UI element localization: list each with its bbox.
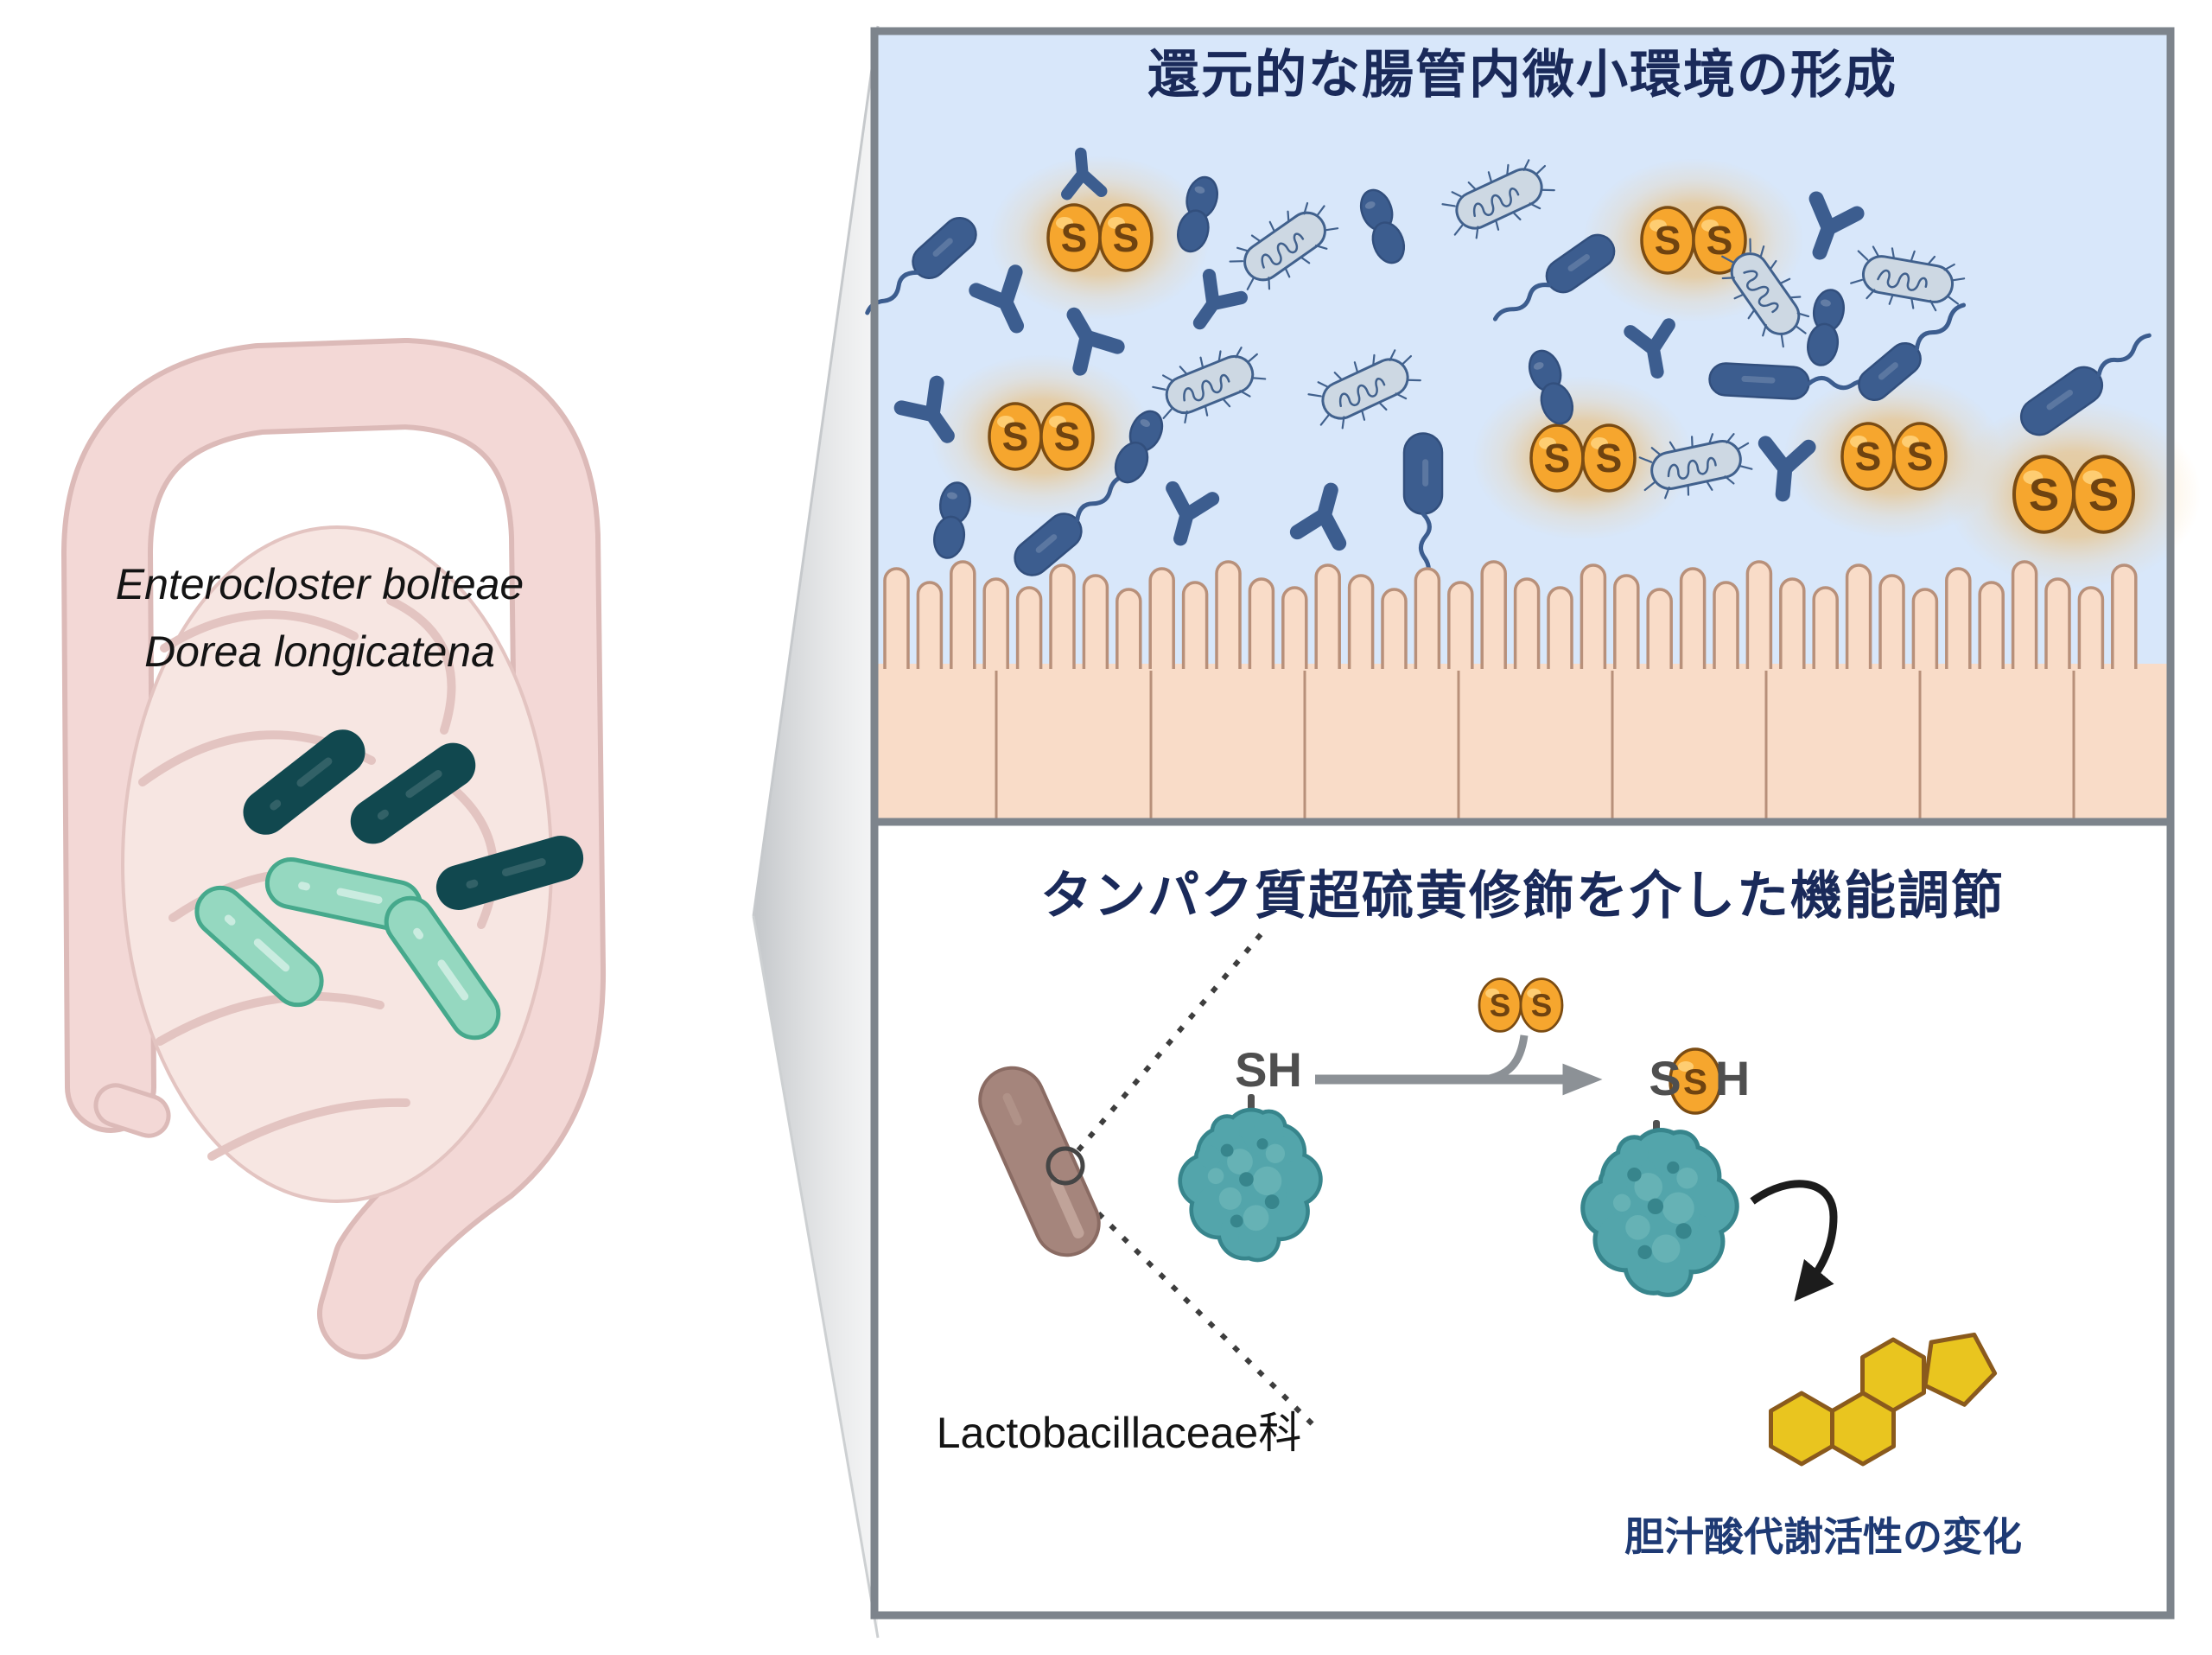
- bacterium-rod: [1858, 302, 1967, 402]
- bacterium-wye: [1624, 318, 1675, 379]
- bacterium-hairy: [1152, 347, 1267, 424]
- dna-squiggle: [1472, 188, 1520, 218]
- sulfur-letter: S: [1002, 414, 1029, 459]
- flagellum: [2096, 333, 2152, 378]
- species-label-1: Enterocloster bolteae: [115, 560, 524, 608]
- sulfur-letter: S: [1596, 436, 1623, 481]
- gut-bacterium-dark-rod: [435, 836, 584, 910]
- dna-squiggle: [1743, 270, 1779, 314]
- gut-bacteria-group: [194, 729, 584, 1041]
- sulfur-letter: S: [1061, 215, 1088, 260]
- bacterium-wye: [1061, 147, 1108, 201]
- bacterium-cocci: [1807, 289, 1845, 366]
- bacterium-cocci: [1177, 175, 1218, 253]
- sulfur-letter: S: [1707, 218, 1733, 263]
- sulfur-letter: S: [1113, 215, 1140, 260]
- gut-bacterium-dark-rod: [350, 742, 476, 844]
- bacterium-wye: [1289, 482, 1347, 551]
- flagellum: [1914, 302, 1967, 352]
- dna-squiggle: [1667, 456, 1717, 480]
- species-label-2: Dorea longicatena: [144, 627, 495, 676]
- bacterium-wye: [1758, 436, 1816, 502]
- sulfur-letter: S: [1683, 1061, 1707, 1102]
- sulfur-letter: S: [2088, 469, 2119, 520]
- sulfur-letter: S: [1655, 218, 1681, 263]
- appendix: [93, 1083, 171, 1138]
- bacterium-hairy: [1850, 245, 1966, 312]
- persulfidated-sulfur: S: [1669, 1047, 1722, 1115]
- sulfur-letter: S: [1054, 414, 1081, 459]
- thiol-label: SH: [1235, 1042, 1302, 1097]
- intestinal-epithelium: [878, 560, 2167, 819]
- family-label: Lactobacillaceae科: [936, 1409, 1302, 1457]
- gut-bacterium-light-rod: [194, 885, 324, 1008]
- dna-squiggle: [1338, 378, 1386, 408]
- effect-curved-arrow: [1750, 1180, 1838, 1302]
- bacterium-wye: [1808, 191, 1865, 260]
- flagellum: [1492, 283, 1552, 321]
- panel-borders: [870, 27, 2175, 1620]
- sulfur-letter: S: [1490, 988, 1511, 1023]
- bile-acid-label: 胆汁酸代謝活性の変化: [1624, 1514, 2022, 1559]
- bacterium-rod: [1708, 362, 1876, 400]
- bacterium-rod: [1402, 432, 1444, 580]
- bile-acid-structure: [1769, 1332, 1998, 1467]
- persulfide-s-label: S: [1649, 1051, 1681, 1105]
- bacterium-cocci: [1114, 410, 1164, 484]
- bacterium-wye: [1192, 269, 1248, 330]
- dna-squiggle: [1877, 269, 1928, 291]
- steroid-ring: [1923, 1332, 1998, 1407]
- bacterium-hairy: [1441, 159, 1555, 239]
- bacterium-cocci: [1359, 188, 1406, 264]
- protein-blob: [1580, 1128, 1739, 1297]
- sulfur-letter: S: [1907, 434, 1934, 479]
- bacterium-rod: [1014, 474, 1127, 576]
- substrate-branch-curve: [1478, 1034, 1529, 1085]
- lactobacillaceae-bacterium: [978, 1066, 1101, 1257]
- bacterium-wye: [1166, 481, 1220, 546]
- microbiota-group: [865, 147, 2152, 580]
- gut-bacterium-light-rod: [384, 895, 501, 1041]
- top-panel-title: 還元的な腸管内微小環境の形成: [1147, 46, 1897, 104]
- protein-blob: [1178, 1107, 1323, 1263]
- magnifier-callout: [1076, 931, 1315, 1427]
- bottom-panel-title: タンパク質超硫黄修飾を介した機能調節: [1040, 867, 2005, 925]
- bacterium-cocci: [933, 481, 971, 559]
- bacterium-wye: [1066, 307, 1125, 376]
- bacterium-wye: [893, 375, 955, 443]
- sulfur-letter: S: [1531, 988, 1553, 1023]
- dna-squiggle: [1261, 232, 1305, 269]
- flagellum: [1075, 474, 1127, 523]
- persulfide-h-label: H: [1714, 1051, 1751, 1105]
- steroid-ring: [1769, 1391, 1834, 1467]
- intestine-illustration: [61, 338, 607, 1359]
- steroid-ring: [1860, 1337, 1926, 1413]
- bacterium-hairy: [1307, 349, 1421, 430]
- bacterium-cocci: [1528, 349, 1574, 425]
- bacterium-hairy: [1229, 201, 1339, 290]
- bacterium-rod: [1492, 233, 1616, 321]
- panel-outer-border: [870, 27, 2175, 1620]
- zoom-wedge: [752, 25, 880, 1639]
- sulfur-letter: S: [2029, 469, 2059, 520]
- bacterium-wye: [969, 264, 1025, 334]
- bacterium-hairy: [1721, 238, 1810, 348]
- sulfur-letter: S: [1544, 436, 1571, 481]
- magnifier-circle: [1046, 1146, 1085, 1186]
- bacterium-rod: [2019, 333, 2152, 436]
- gut-bacterium-dark-rod: [243, 729, 365, 835]
- bacterium-hairy: [1638, 433, 1753, 500]
- dna-squiggle: [1183, 373, 1230, 402]
- sulfur-letter: S: [1855, 434, 1882, 479]
